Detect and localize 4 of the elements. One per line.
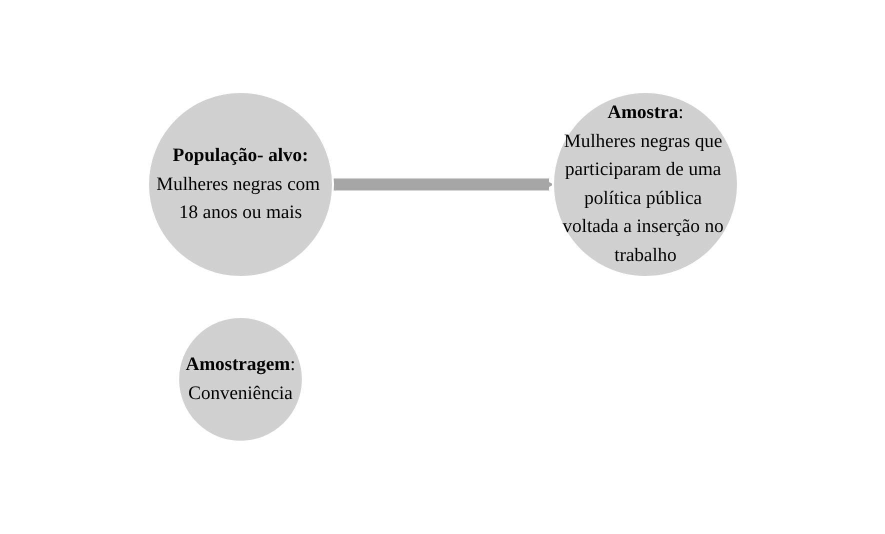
node-circle: População- alvo: Mulheres negras com 18 anos ou mais bbox=[146, 91, 334, 278]
node-circle: Amostra: Mulheres negras que participaram de uma política pública voltada a inserção no trabalho bbox=[552, 91, 738, 278]
node-circle: Amostragem: Conveniência bbox=[176, 316, 304, 443]
arrow bbox=[332, 178, 553, 191]
